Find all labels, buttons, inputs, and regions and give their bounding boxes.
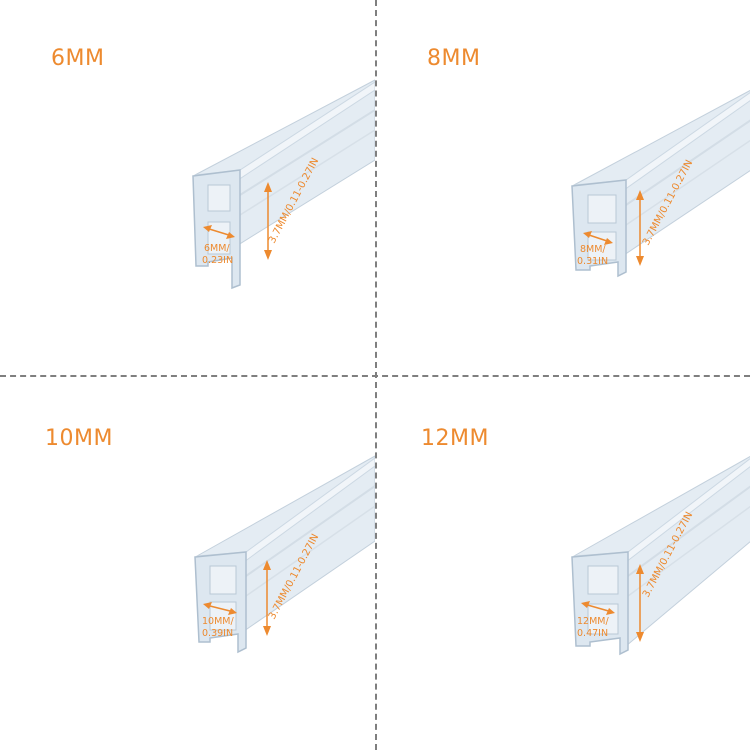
width-dimension-label-line2: 0.39IN: [202, 628, 233, 639]
panel-10mm: 3.7MM/0.11-0.27IN 10MM/ 0.39IN 10MM: [0, 376, 375, 751]
horizontal-divider: [0, 375, 750, 377]
size-title: 10MM: [45, 426, 113, 451]
width-dimension-label-line2: 0.31IN: [577, 256, 608, 267]
width-dimension-label-line1: 8MM/: [580, 244, 606, 255]
size-title: 6MM: [51, 46, 105, 71]
seal-strip-illustration: 3.7MM/0.11-0.27IN 10MM/ 0.39IN: [194, 455, 375, 654]
size-title: 12MM: [421, 426, 489, 451]
width-dimension-label-line2: 0.23IN: [202, 255, 233, 266]
width-dimension-label-line1: 12MM/: [577, 616, 609, 627]
panel-6mm: 3.7MM/0.11-0.27IN 6MM/ 0.23IN 6MM: [0, 0, 375, 375]
seal-strip-illustration: 3.7MM/0.11-0.27IN 12MM/ 0.47IN: [571, 455, 750, 656]
panel-12mm: 3.7MM/0.11-0.27IN 12MM/ 0.47IN 12MM: [376, 376, 750, 751]
size-title: 8MM: [427, 46, 481, 71]
panel-8mm: 3.7MM/0.11-0.27IN 8MM/ 0.31IN 8MM: [376, 0, 750, 375]
width-dimension-label-line2: 0.47IN: [577, 628, 608, 639]
seal-strip-illustration: 3.7MM/0.11-0.27IN 6MM/ 0.23IN: [192, 79, 375, 290]
width-dimension-label-line1: 6MM/: [204, 243, 230, 254]
width-dimension-label-line1: 10MM/: [202, 616, 234, 627]
seal-strip-illustration: 3.7MM/0.11-0.27IN 8MM/ 0.31IN: [571, 89, 750, 278]
